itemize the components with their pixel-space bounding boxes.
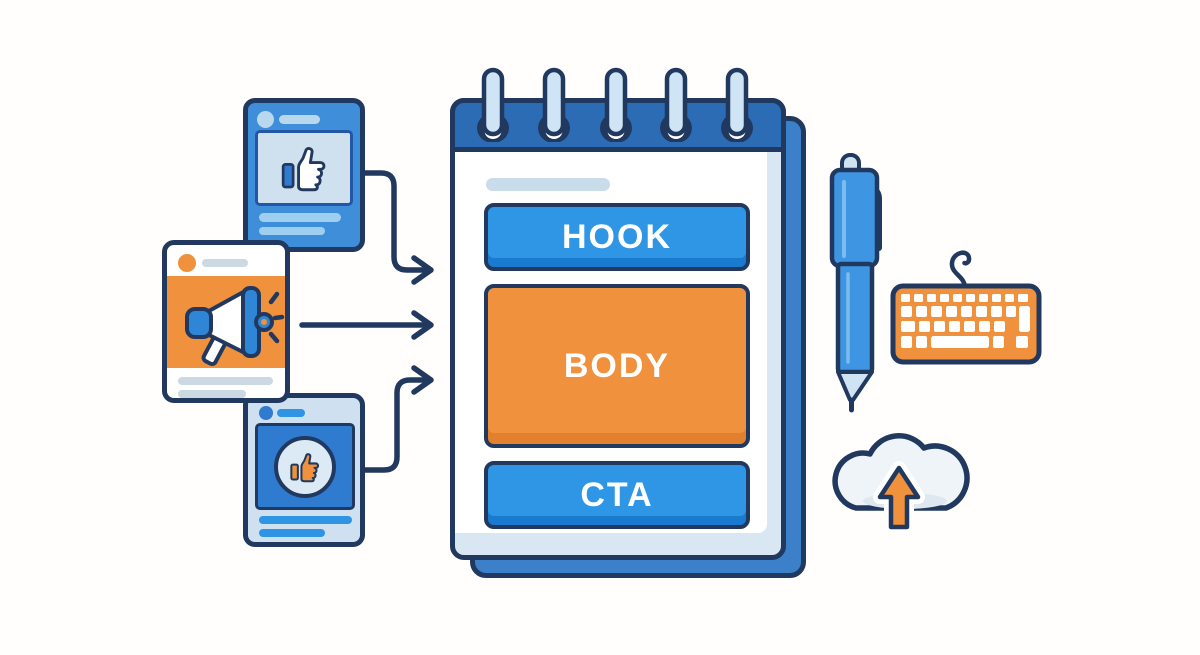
like-circle xyxy=(274,435,336,498)
pen-icon xyxy=(829,153,882,413)
section-body-label: BODY xyxy=(563,346,671,385)
section-body: BODY xyxy=(484,284,750,448)
text-placeholder xyxy=(259,213,341,222)
keyboard-icon xyxy=(890,250,1042,365)
social-post-card-megaphone xyxy=(162,240,290,403)
post-image-frame xyxy=(167,276,285,368)
text-placeholder xyxy=(259,529,325,537)
keyboard-keys xyxy=(901,294,1030,348)
thumbs-up-circle-icon xyxy=(290,452,320,482)
ring-tubes xyxy=(481,67,749,137)
avatar xyxy=(259,406,273,420)
spiral-rings-icon xyxy=(477,67,753,142)
text-placeholder xyxy=(178,377,273,385)
text-placeholder xyxy=(259,516,352,524)
cloud-upload-icon xyxy=(832,433,970,534)
upload-arrow-icon xyxy=(877,465,921,530)
megaphone-icon xyxy=(185,286,285,367)
text-placeholder xyxy=(279,115,320,124)
post-image-frame xyxy=(255,423,355,510)
arrow-bottom xyxy=(362,377,427,473)
text-placeholder xyxy=(178,390,246,398)
section-hook-label: HOOK xyxy=(562,217,672,256)
post-image-frame xyxy=(255,130,353,206)
page-title-placeholder xyxy=(486,178,610,191)
thumbs-up-icon xyxy=(281,147,326,192)
social-post-card-like-circle xyxy=(243,393,365,547)
text-placeholder xyxy=(259,227,325,235)
section-hook: HOOK xyxy=(484,203,750,271)
section-cta-label: CTA xyxy=(580,475,654,514)
arrowhead-bottom xyxy=(411,365,434,395)
section-cta: CTA xyxy=(484,461,750,529)
arrowhead-middle xyxy=(411,310,434,340)
text-placeholder xyxy=(202,259,248,267)
avatar xyxy=(178,254,196,272)
text-placeholder xyxy=(277,409,305,417)
arrowhead-top xyxy=(411,255,434,285)
arrow-top xyxy=(362,170,427,273)
avatar xyxy=(257,111,274,128)
social-post-card-liked xyxy=(243,98,365,252)
